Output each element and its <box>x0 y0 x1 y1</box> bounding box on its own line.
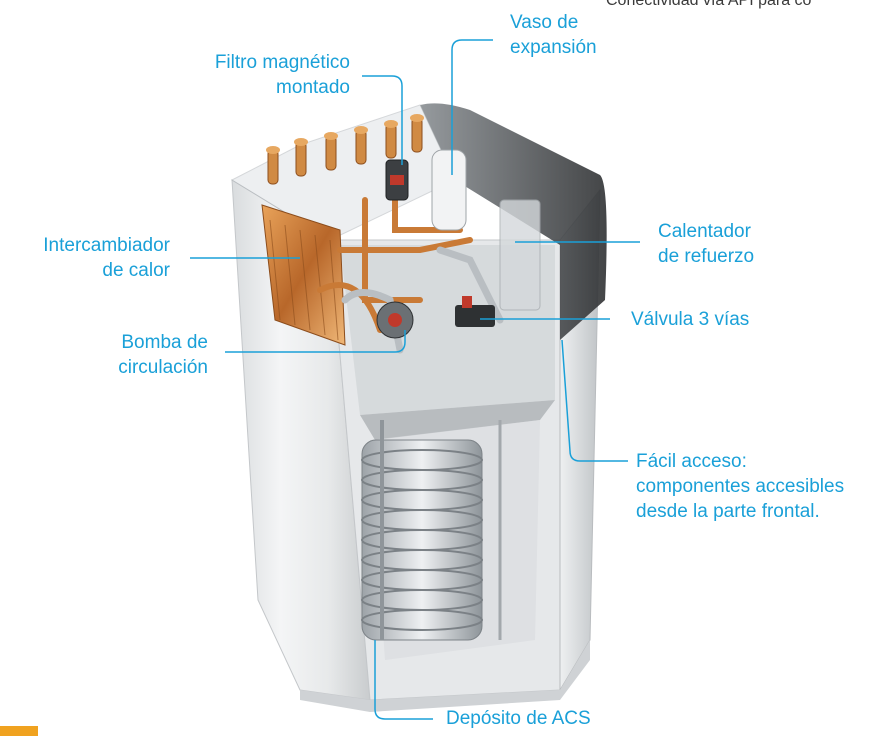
label-bomba-de-circulacion: Bomba de circulación <box>40 330 208 380</box>
label-filtro-line2: montado <box>276 77 350 98</box>
label-calentador-line1: Calentador <box>658 221 751 242</box>
label-vaso-line1: Vaso de <box>510 12 579 33</box>
orange-accent-mark <box>0 726 38 736</box>
label-facil-acceso: Fácil acceso: componentes accesibles des… <box>636 449 844 524</box>
heat-exchanger-block <box>261 204 346 346</box>
pipe-caps <box>266 114 424 154</box>
header-note: Conectividad vía API para co <box>606 0 812 9</box>
top-shroud <box>420 103 607 340</box>
heat-exchanger-fins <box>269 219 339 341</box>
booster-heater <box>499 199 541 311</box>
leader-lines <box>190 39 640 720</box>
three-way-valve <box>455 305 495 327</box>
label-deposito-line1: Depósito de ACS <box>446 708 591 729</box>
label-intercambiador-line2: de calor <box>102 260 170 281</box>
label-calentador-de-refuerzo: Calentador de refuerzo <box>658 219 754 269</box>
label-calentador-line2: de refuerzo <box>658 246 755 267</box>
label-facil-line2: componentes accesibles <box>636 476 845 497</box>
dhw-coil <box>361 449 483 631</box>
casing-base <box>300 640 590 712</box>
label-intercambiador-line1: Intercambiador <box>43 235 170 256</box>
label-vaso-line2: expansión <box>510 37 597 58</box>
label-valvula-3-vias: Válvula 3 vías <box>631 307 749 332</box>
silver-pipes <box>341 246 504 354</box>
inner-divider <box>360 400 555 440</box>
label-filtro-line1: Filtro magnético <box>214 52 350 73</box>
label-deposito-de-acs: Depósito de ACS <box>446 706 591 731</box>
top-pipes <box>267 117 423 185</box>
label-intercambiador-de-calor: Intercambiador de calor <box>0 233 170 283</box>
label-facil-line1: Fácil acceso: <box>636 451 747 472</box>
label-valvula-line1: Válvula 3 vías <box>631 309 750 330</box>
expansion-vessel <box>431 149 467 231</box>
label-facil-line3: desde la parte frontal. <box>636 501 820 522</box>
label-bomba-line2: circulación <box>118 357 208 378</box>
label-bomba-line1: Bomba de <box>121 332 208 353</box>
label-filtro-magnetico: Filtro magnético montado <box>165 50 350 100</box>
label-vaso-de-expansion: Vaso de expansión <box>510 10 597 60</box>
